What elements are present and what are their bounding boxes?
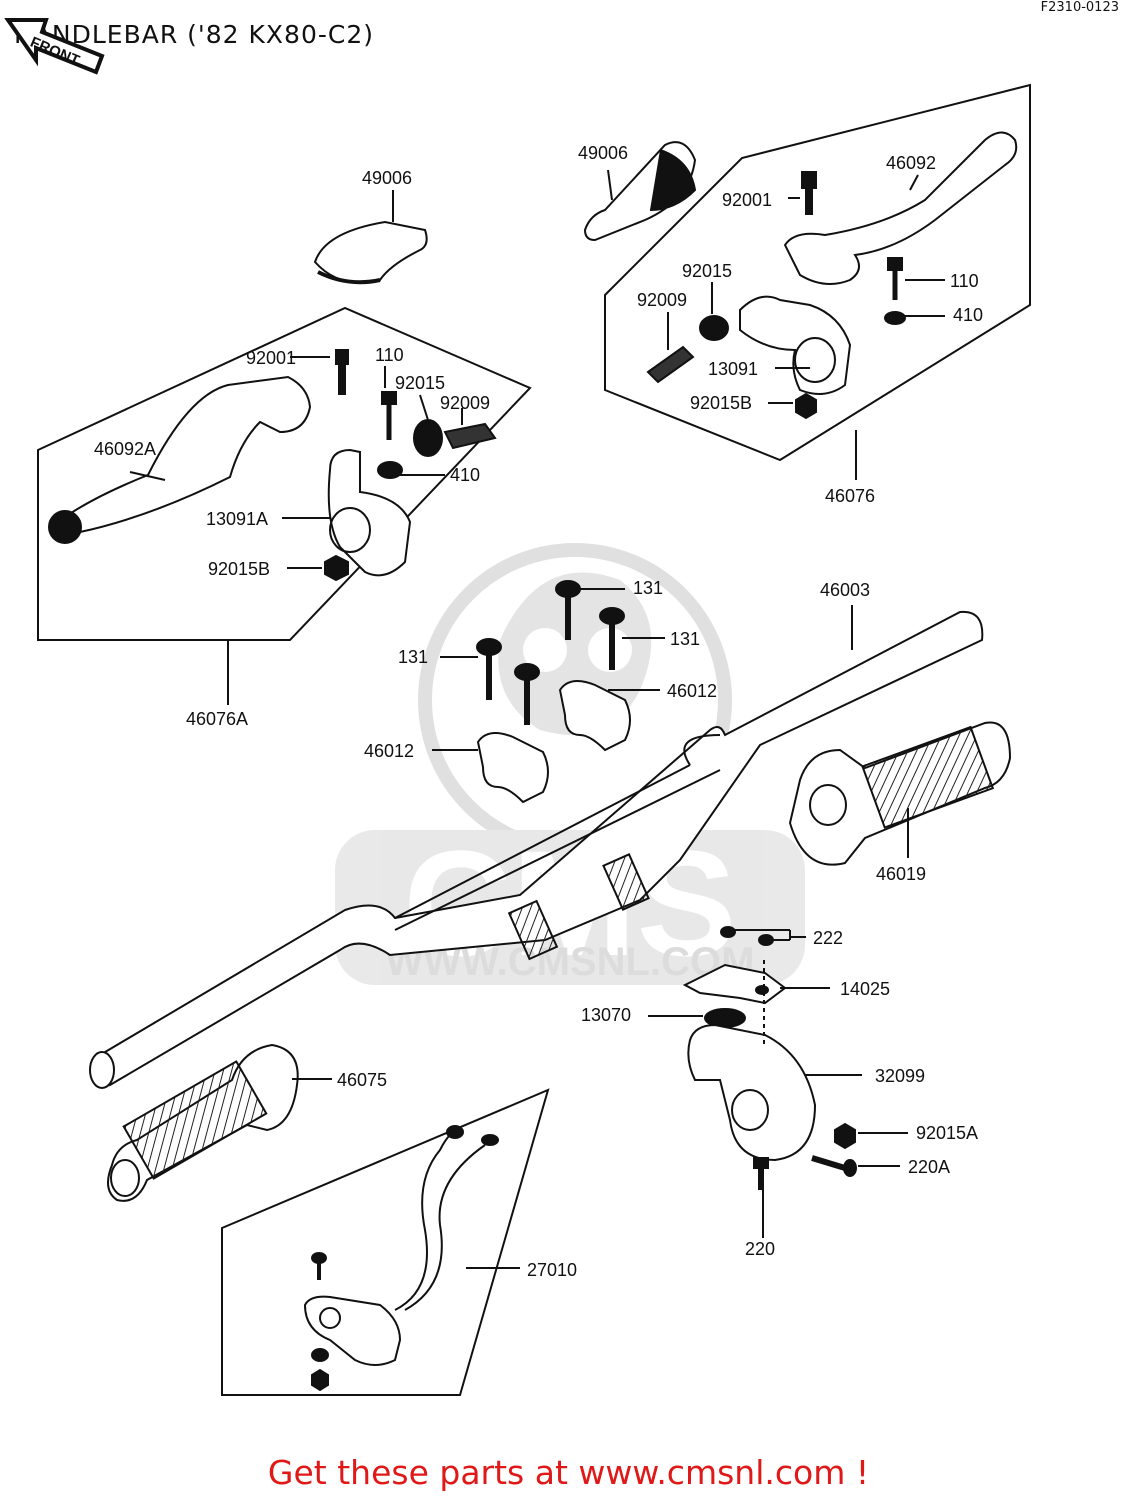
right-lever-panel <box>604 83 1031 462</box>
label-27010: 27010 <box>527 1260 577 1280</box>
handlebar-clamps <box>432 580 665 804</box>
label-49006-right: 49006 <box>578 143 628 163</box>
clamp-bolt-c <box>476 638 502 700</box>
lever-perch-left <box>327 448 412 577</box>
clutch-lever-right <box>783 131 1018 285</box>
label-14025: 14025 <box>840 979 890 999</box>
label-410-left: 410 <box>450 465 480 485</box>
label-46092: 46092 <box>886 153 936 173</box>
label-92001-right: 92001 <box>722 190 772 210</box>
label-92015A: 92015A <box>916 1123 978 1143</box>
label-92015-left: 92015 <box>395 373 445 393</box>
lever-cover-right <box>583 141 697 242</box>
label-92015B-right: 92015B <box>690 393 752 413</box>
label-46003: 46003 <box>820 580 870 600</box>
kill-switch-assembly <box>221 1088 550 1396</box>
label-92015-right: 92015 <box>682 261 732 281</box>
label-46012-a: 46012 <box>667 681 717 701</box>
lever-cover-left <box>313 190 428 285</box>
handlebar-tube <box>89 605 984 1089</box>
label-13070: 13070 <box>581 1005 631 1025</box>
clamp-bolt-d <box>514 663 540 725</box>
clamp-bolt-a <box>555 580 581 640</box>
label-13091A: 13091A <box>206 509 268 529</box>
label-46012-b: 46012 <box>364 741 414 761</box>
clamp-top-left <box>476 732 549 804</box>
label-46076: 46076 <box>825 486 875 506</box>
clamp-bolt-b <box>599 607 625 670</box>
label-220A: 220A <box>908 1157 950 1177</box>
label-220: 220 <box>745 1239 775 1259</box>
label-46076A: 46076A <box>186 709 248 729</box>
left-grip <box>107 1043 332 1202</box>
label-131-b: 131 <box>670 629 700 649</box>
front-arrow-icon: FRONT <box>4 18 105 75</box>
label-92015B-left: 92015B <box>208 559 270 579</box>
throttle-housing-assembly <box>648 926 908 1238</box>
label-92009-right: 92009 <box>637 290 687 310</box>
kill-switch-panel <box>221 1088 550 1396</box>
label-92009-left: 92009 <box>440 393 490 413</box>
right-lever-assembly <box>604 83 1031 480</box>
footer-link-text[interactable]: Get these parts at www.cmsnl.com ! <box>267 1453 870 1492</box>
label-131-a: 131 <box>633 578 663 598</box>
label-410-right: 410 <box>953 305 983 325</box>
clamp-top-right <box>558 680 631 752</box>
diagram-code: F2310-0123 <box>1040 0 1119 15</box>
right-throttle-grip <box>788 721 1012 866</box>
label-92001-left: 92001 <box>246 348 296 368</box>
left-lever-panel <box>37 306 532 641</box>
label-13091: 13091 <box>708 359 758 379</box>
label-49006-left: 49006 <box>362 168 412 188</box>
clutch-lever-left <box>66 375 312 534</box>
label-46092A: 46092A <box>94 439 156 459</box>
left-lever-assembly <box>37 306 532 705</box>
label-222: 222 <box>813 928 843 948</box>
part-labels: 49006 49006 92001 110 92015 92009 46092A… <box>94 143 983 1280</box>
label-110-left: 110 <box>375 345 404 365</box>
label-46019: 46019 <box>876 864 926 884</box>
label-32099: 32099 <box>875 1066 925 1086</box>
label-46075: 46075 <box>337 1070 387 1090</box>
lever-perch-right <box>739 295 852 395</box>
label-131-c: 131 <box>398 647 428 667</box>
label-110-right: 110 <box>950 271 979 291</box>
